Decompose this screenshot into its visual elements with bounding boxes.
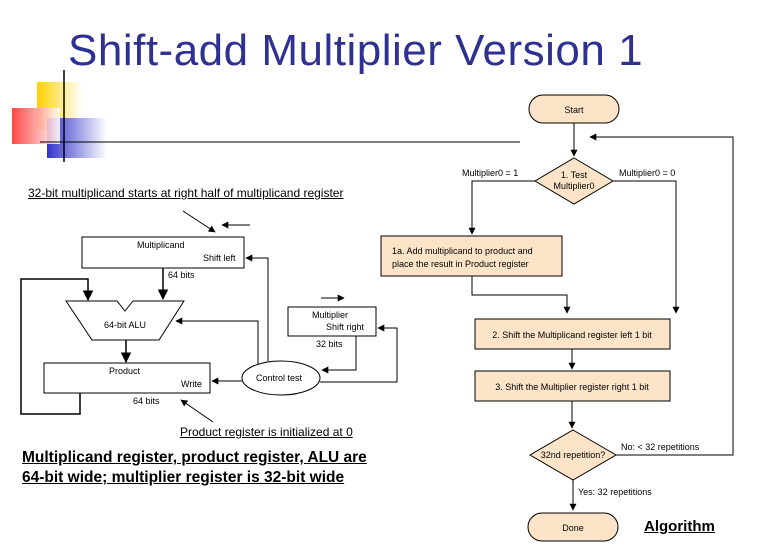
test-label-line1: 1. Test [561,170,588,180]
summary-line-2: 64-bit wide; multiplier register is 32-b… [22,469,345,486]
test-diamond [534,157,614,205]
multiplier-register [287,306,377,337]
bits-32-label: 32 bits [316,339,343,349]
branch-one-label: Multiplier0 = 1 [462,168,518,178]
multiplicand-shift-label: Shift left [203,253,236,263]
summary-line-1: Multiplicand register, product register,… [22,449,367,466]
start-label: Start [564,105,584,115]
slide-title: Shift-add Multiplier Version 1 [68,26,644,75]
no-label: No: < 32 repetitions [621,442,700,452]
alu-label: 64-bit ALU [104,320,146,330]
step-1a-line1: 1a. Add multiplicand to product and [392,246,533,256]
summary-text: Multiplicand register, product register,… [22,448,367,488]
product-register [43,362,211,394]
done-label: Done [562,523,584,533]
multiplier-label: Multiplier [312,310,348,320]
yes-label: Yes: 32 repetitions [578,487,652,497]
step-3 [474,370,671,402]
step-2 [474,318,671,350]
multiplicand-label: Multiplicand [137,240,185,250]
multiplicand-register [81,236,245,269]
alu-shape [65,300,185,341]
title-ornament [12,70,520,162]
algorithm-label: Algorithm [644,518,715,535]
note-multiplicand-start: 32-bit multiplicand starts at right half… [28,186,344,200]
multiplier-shift-label: Shift right [326,322,365,332]
note-product-init: Product register is initialized at 0 [180,425,353,439]
control-test-label: Control test [256,373,303,383]
done-node [527,512,619,542]
step-1a-line2: place the result in Product register [392,259,529,269]
flowchart: Start 1. Test Multiplier0 Multiplier0 = … [380,94,734,542]
note-arrow-product [180,399,214,423]
step-2-label: 2. Shift the Multiplicand register left … [492,330,652,340]
datapath: Multiplicand Shift left 64 bits 64-bit A… [20,210,398,423]
control-test [241,360,321,396]
step-1a [380,235,563,277]
step-3-label: 3. Shift the Multiplier register right 1… [495,382,649,392]
repeat-label: 32nd repetition? [541,450,606,460]
note-arrow-multiplicand [182,210,216,233]
product-label: Product [109,366,141,376]
product-write-label: Write [181,379,202,389]
bits-64-label-a: 64 bits [168,270,195,280]
test-label-line2: Multiplier0 [553,181,594,191]
branch-zero-label: Multiplier0 = 0 [619,168,675,178]
bits-64-label-b: 64 bits [133,396,160,406]
